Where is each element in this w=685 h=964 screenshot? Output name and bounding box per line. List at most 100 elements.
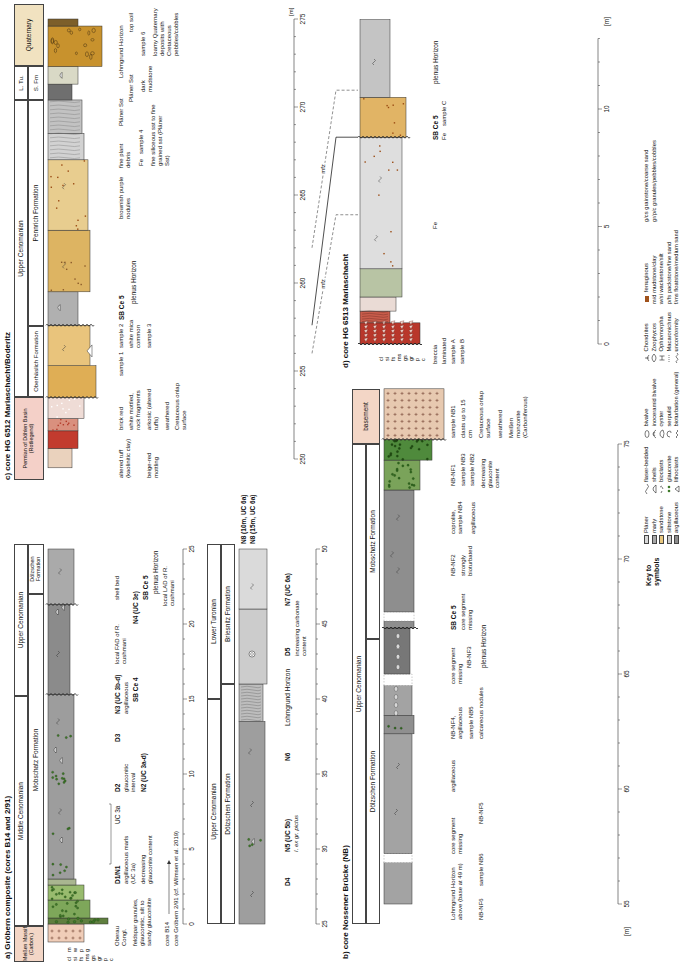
- unconformity-line: [358, 343, 422, 345]
- depth-value: 70: [623, 555, 630, 562]
- lithology-bed: [48, 879, 76, 885]
- breccia-clast: [391, 333, 395, 337]
- breccia-clast: [373, 329, 377, 333]
- depth-value: 10: [188, 770, 195, 777]
- breccia-clast: [364, 338, 368, 342]
- glauconite-dot: [394, 445, 396, 447]
- annotation: sample C: [441, 101, 448, 126]
- legend-text: bioclasts: [658, 460, 666, 483]
- glauconite-dot: [62, 773, 64, 775]
- glauconite-dot: [59, 914, 61, 916]
- bioturbation-symbol: [251, 584, 254, 590]
- lamination: [362, 311, 388, 313]
- sample-marker: D2: [114, 784, 121, 792]
- speck-symbol: [77, 220, 78, 221]
- glauconite-dot: [388, 455, 390, 457]
- lamination: [241, 716, 261, 718]
- sample-marker: SB Ce 5: [432, 115, 439, 140]
- lithology-bed: [48, 900, 90, 918]
- glauconite-dot: [259, 839, 261, 841]
- depth-tick: [618, 536, 620, 537]
- depth-tick: [294, 441, 296, 442]
- legend: Plänermarlysandstonesiltstoneargillaceou…: [643, 140, 681, 544]
- glauconite-dot: [67, 918, 70, 921]
- basement-symbol: [422, 399, 425, 402]
- depth-tick: [598, 132, 600, 133]
- depth-tick: [294, 406, 296, 407]
- glauconite-dot: [55, 920, 58, 923]
- speck-symbol: [374, 156, 375, 157]
- lithology-bed: [48, 605, 70, 695]
- unconformity-line: [358, 136, 410, 138]
- legend-symbol-part: [653, 485, 656, 493]
- depth-value: 25: [188, 545, 195, 552]
- basement-symbol: [401, 427, 404, 430]
- basement-symbol: [429, 420, 432, 423]
- speck-symbol: [392, 162, 393, 163]
- legend-entry: f/ms floatstone/medium sand: [673, 230, 681, 304]
- glauconite-dot: [51, 886, 53, 888]
- depth-tick: [294, 19, 298, 20]
- legend-entry: unconformity: [673, 312, 681, 363]
- legend-entry: bioclasts: [658, 447, 666, 494]
- lithology-bed: [239, 684, 263, 722]
- legend-swatch: [659, 535, 664, 544]
- glauconite-dot: [418, 448, 420, 450]
- depth-axis: [316, 549, 317, 924]
- speck-symbol: [74, 278, 75, 279]
- glauconite-dot: [59, 872, 61, 874]
- glauconite-dot: [390, 452, 392, 454]
- basement-symbol: [51, 937, 54, 940]
- annotation: argillaceous marls (UC 3a): [123, 828, 137, 884]
- lithology-bed: [48, 84, 72, 100]
- glauconite-dot: [389, 480, 391, 482]
- legend-symbol: [659, 354, 665, 364]
- breccia-clast: [409, 325, 413, 329]
- basement-symbol: [436, 392, 439, 395]
- glauconite-dot: [65, 866, 67, 868]
- depth-tick: [294, 107, 298, 108]
- pebble-symbol: [91, 39, 94, 42]
- annotation: sample A: [450, 339, 457, 364]
- grain-size-letter: m: [66, 947, 72, 952]
- pebble-symbol: [88, 31, 90, 35]
- lithology-bed: [48, 549, 74, 605]
- glauconite-dot: [61, 777, 63, 779]
- glauconite-dot: [67, 828, 69, 830]
- legend-symbol: [644, 294, 650, 304]
- nodule-symbol: [394, 686, 398, 691]
- depth-value: 60: [623, 785, 630, 792]
- speck-symbol: [66, 269, 67, 270]
- glauconite-dot: [410, 447, 412, 449]
- lithology-bed: [360, 323, 420, 344]
- basement-symbol: [401, 413, 404, 416]
- annotation: Lohmgrund Horizon: [284, 669, 291, 726]
- depth-tick: [294, 247, 296, 248]
- bioturbation-symbol: [251, 801, 254, 807]
- depth-value: 275: [299, 14, 306, 25]
- depth-tick: [183, 714, 185, 715]
- depth-tick: [183, 819, 185, 820]
- pebble-symbol: [57, 44, 60, 48]
- depth-tick: [618, 582, 620, 583]
- basement-symbol: [387, 420, 390, 423]
- glauconite-dot: [411, 484, 413, 486]
- speck-symbol: [73, 183, 74, 184]
- depth-tick: [618, 559, 622, 560]
- missing-core-segment: [384, 612, 414, 621]
- legend-text: Zoophycos: [651, 323, 659, 351]
- annotation: dark mudstone: [140, 60, 154, 92]
- basement-symbol: [394, 406, 397, 409]
- nodule-symbol: [396, 634, 400, 639]
- basement-symbol: [394, 413, 397, 416]
- legend-text: argillaceous: [673, 502, 681, 533]
- breccia-clast: [391, 321, 395, 325]
- depth-tick: [316, 894, 318, 895]
- depth-tick: [316, 864, 318, 865]
- legend-entry: Macaronichnus: [666, 312, 674, 363]
- grain-size-letter: w: [72, 948, 78, 952]
- depth-tick: [598, 203, 600, 204]
- legend-symbol: [651, 354, 657, 364]
- lamination: [241, 701, 261, 703]
- breccia-clast: [364, 333, 368, 337]
